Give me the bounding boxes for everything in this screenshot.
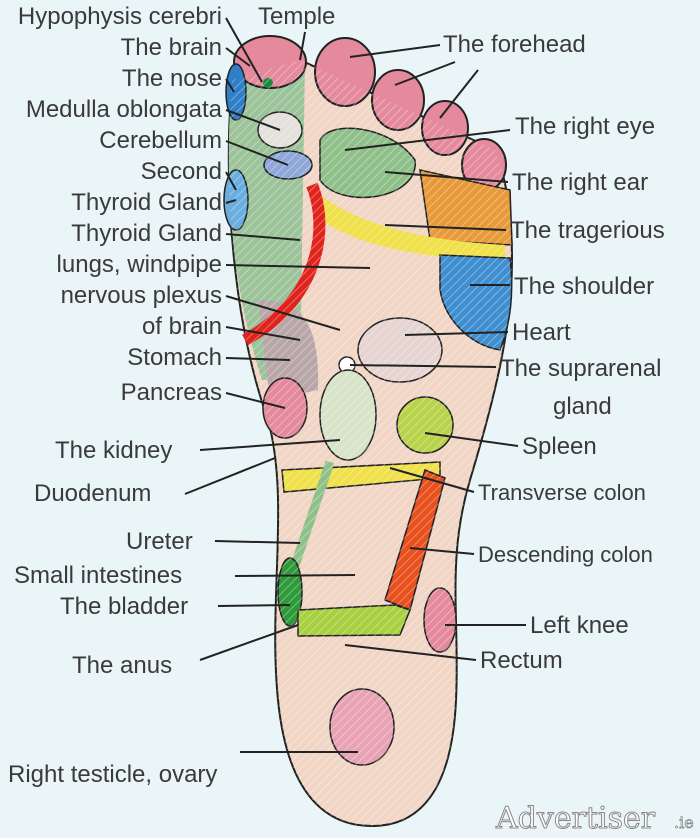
label-cerebellum: Cerebellum <box>99 127 222 154</box>
label-ureter: Ureter <box>126 528 193 555</box>
label-descending-colon: Descending colon <box>478 542 653 567</box>
label-stomach: Stomach <box>127 344 222 371</box>
label-the-forehead: The forehead <box>443 31 586 58</box>
label-lungs-windpipe: lungs, windpipe <box>57 251 222 278</box>
label-temple: Temple <box>258 3 335 30</box>
watermark-text: Advertiser <box>495 801 656 836</box>
label-the-kidney: The kidney <box>55 437 172 464</box>
label-small-intestines: Small intestines <box>14 562 182 589</box>
label-thyroid-gland-2: Thyroid Gland <box>71 220 222 247</box>
label-rectum: Rectum <box>480 647 563 674</box>
label-the-suprarenal: The suprarenal <box>500 355 661 382</box>
label-pancreas: Pancreas <box>121 379 222 406</box>
foot-hatch <box>228 60 512 826</box>
watermark-suffix: .ie <box>674 813 694 832</box>
label-the-tragerious: The tragerious <box>510 217 665 244</box>
label-heart: Heart <box>512 319 571 346</box>
label-nervous-plexus: nervous plexus <box>61 282 222 309</box>
label-the-nose: The nose <box>122 65 222 92</box>
label-transverse-colon: Transverse colon <box>478 480 646 505</box>
label-hypophysis-cerebri: Hypophysis cerebri <box>18 3 222 30</box>
label-the-brain: The brain <box>121 34 222 61</box>
label-the-right-ear: The right ear <box>512 169 648 196</box>
label-the-shoulder: The shoulder <box>514 273 654 300</box>
leader-lines <box>184 17 526 753</box>
label-the-anus: The anus <box>72 652 172 679</box>
label-right-testicle-ovary: Right testicle, ovary <box>8 761 217 788</box>
label-medulla-oblongata: Medulla oblongata <box>26 96 223 123</box>
label-spleen: Spleen <box>522 433 597 460</box>
label-thyroid-gland-1: Thyroid Gland <box>71 189 222 216</box>
label-gland: gland <box>553 393 612 420</box>
watermark-logo: Advertiser .ie <box>495 801 695 837</box>
label-the-right-eye: The right eye <box>515 113 655 140</box>
label-second: Second <box>141 158 222 185</box>
label-of-brain: of brain <box>142 313 222 340</box>
label-duodenum: Duodenum <box>34 480 151 507</box>
label-left-knee: Left knee <box>530 612 629 639</box>
label-the-bladder: The bladder <box>60 593 188 620</box>
